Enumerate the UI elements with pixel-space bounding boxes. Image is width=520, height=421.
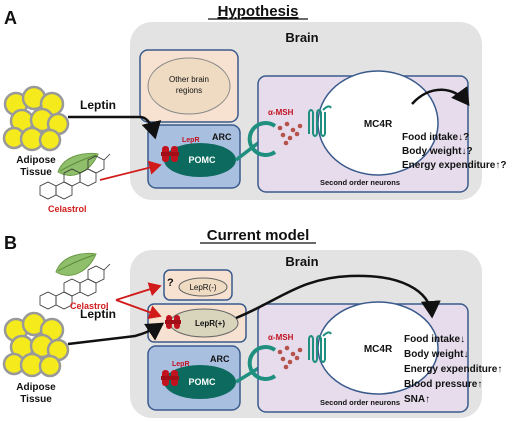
mc4r-label-b: MC4R	[364, 344, 393, 355]
outcomes-a: Food intake↓? Body weight↓? Energy expen…	[402, 132, 506, 171]
outcome-b-2: Energy expenditure↑	[404, 364, 502, 375]
lepr-receptor-a	[161, 146, 179, 162]
lepr-label-b: LepR	[172, 361, 190, 368]
output-arrow-a	[411, 85, 470, 107]
other-regions-line1: Other brain	[169, 75, 209, 84]
outcome-b-1: Body weight↓	[404, 349, 468, 360]
lepr-label-a: LepR	[182, 137, 200, 144]
mc4r-label-a: MC4R	[364, 119, 393, 130]
panel-a-letter: A	[4, 8, 17, 28]
pomc-label-b: POMC	[189, 377, 217, 387]
celastrol-arrow-to-lepr-pos	[115, 299, 162, 320]
synapse-terminal-a	[247, 121, 277, 157]
amsh-label-b: α-MSH	[268, 333, 294, 342]
outcome-a-0: Food intake↓?	[402, 132, 469, 143]
celastrol-label-b: Celastrol	[70, 301, 109, 311]
outcome-b-4: SNA↑	[404, 394, 430, 405]
outcome-b-3: Blood pressure↑	[404, 379, 482, 390]
brain-label-a: Brain	[285, 30, 318, 45]
panel-b: B Current model Brain ? LepR(-) LepR(+) …	[2, 227, 502, 418]
lepr-neg-cell	[178, 277, 228, 297]
second-order-label-b: Second order neurons	[320, 398, 400, 407]
celastrol-structure-a	[39, 153, 111, 200]
brain-label-b: Brain	[285, 254, 318, 269]
amsh-granules-b	[277, 345, 303, 370]
lepr-pos-label: LepR(+)	[195, 319, 225, 328]
second-order-label-a: Second order neurons	[320, 178, 400, 187]
leaf-icon-b	[55, 252, 97, 276]
arc-label-a: ARC	[212, 132, 232, 142]
leptin-label-b: Leptin	[80, 307, 116, 321]
leptin-arrow-b	[67, 322, 165, 346]
adipose-tissue-b	[2, 311, 70, 378]
outcome-a-1: Body weight↓?	[402, 146, 473, 157]
panel-b-title: Current model	[207, 227, 310, 244]
pomc-cell-b	[164, 365, 236, 399]
celastrol-label-a: Celastrol	[48, 204, 87, 214]
lepr-neg-label: LepR(-)	[189, 283, 216, 292]
panel-a-title: Hypothesis	[218, 3, 299, 20]
output-arrow-b	[235, 274, 441, 320]
amsh-granules-a	[277, 121, 303, 146]
other-regions-ellipse	[147, 57, 231, 115]
celastrol-arrow-to-lepr-neg	[115, 282, 162, 301]
lepr-receptor-pos	[165, 315, 181, 329]
adipose-tissue-a	[2, 85, 70, 152]
adipose-label-a-line1: Adipose	[16, 155, 56, 166]
leptin-label-a: Leptin	[80, 98, 116, 112]
adipose-label-a-line2: Tissue	[20, 167, 52, 178]
mc4r-receptor-a	[308, 105, 332, 137]
pomc-cell-a	[164, 143, 236, 177]
mc4r-receptor-b	[308, 331, 332, 363]
celastrol-arrow-a	[99, 160, 162, 181]
panel-b-letter: B	[4, 233, 17, 253]
celastrol-structure-b	[39, 263, 111, 310]
outcome-a-2: Energy expenditure↑?	[402, 160, 506, 171]
outcomes-b: Food intake↓ Body weight↓ Energy expendi…	[404, 334, 502, 405]
outcome-b-0: Food intake↓	[404, 334, 465, 345]
pomc-label-a: POMC	[189, 155, 217, 165]
synapse-terminal-b	[247, 345, 277, 381]
arc-label-b: ARC	[210, 354, 230, 364]
amsh-label-a: α-MSH	[268, 108, 294, 117]
panel-a: A Hypothesis Brain Other brain regions A…	[2, 3, 506, 214]
other-regions-line2: regions	[176, 86, 202, 95]
adipose-label-b-line1: Adipose	[16, 382, 56, 393]
lepr-receptor-b	[161, 370, 179, 386]
question-mark: ?	[167, 277, 174, 289]
adipose-label-b-line2: Tissue	[20, 394, 52, 405]
leptin-arrow-a	[68, 115, 162, 140]
